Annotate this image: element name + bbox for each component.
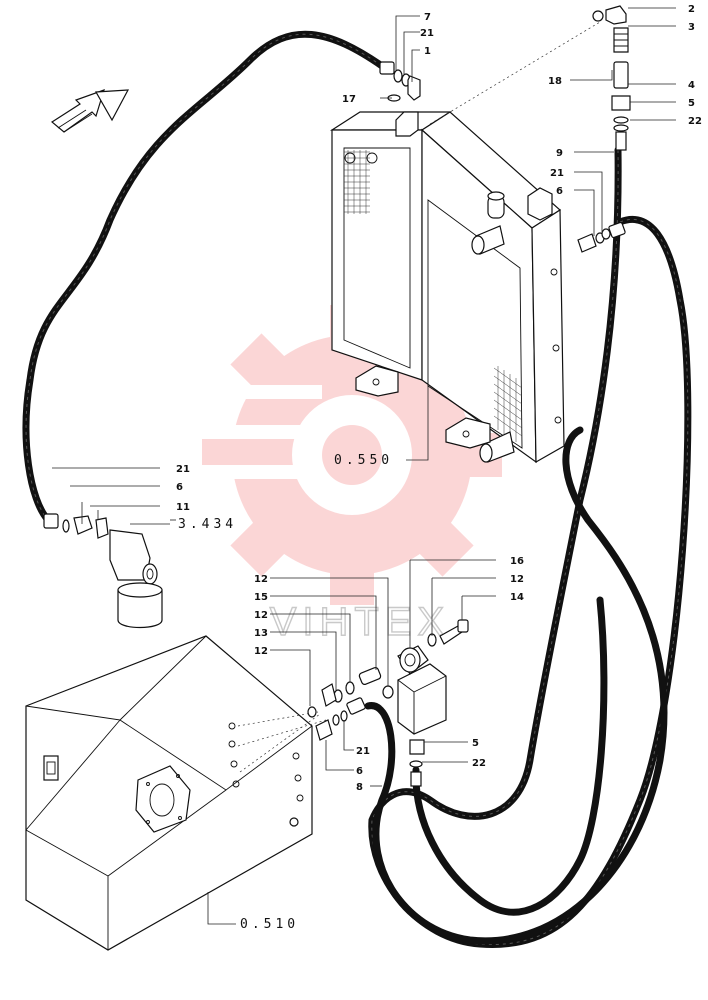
- callout-7: 7: [424, 12, 431, 23]
- hose-upper-left: [22, 30, 386, 524]
- callout-12-left-c: 12: [254, 646, 268, 657]
- watermark-brand-text: VIHTEX: [270, 600, 450, 644]
- callout-8: 8: [356, 782, 363, 793]
- callout-4: 4: [688, 80, 695, 91]
- valve-block-assembly: [307, 619, 469, 787]
- callout-leaders: [52, 7, 676, 925]
- fitting-radiator-right: [577, 221, 626, 253]
- callout-21-right: 21: [550, 168, 564, 179]
- callout-16: 16: [510, 556, 524, 567]
- radiator-core-hatch-upper: [344, 150, 370, 214]
- radiator-core-hatch-lower: [493, 366, 523, 442]
- tank-mount-flange: [135, 765, 191, 833]
- callout-2: 2: [688, 4, 695, 15]
- callout-5-top: 5: [688, 98, 695, 109]
- callout-15: 15: [254, 592, 268, 603]
- callout-18: 18: [548, 76, 562, 87]
- callout-11: 11: [176, 502, 190, 513]
- radiator-oil-cooler: [329, 111, 565, 464]
- callout-22-bottom: 22: [472, 758, 486, 769]
- tank-alignment-lines: [237, 711, 327, 773]
- callout-1: 1: [424, 46, 431, 57]
- callout-14: 14: [510, 592, 524, 603]
- callout-9: 9: [556, 148, 563, 159]
- hose-lower-loop: [364, 426, 668, 945]
- ref-tank-group: 0.510: [240, 917, 299, 932]
- ref-radiator-group: 0.550: [334, 453, 393, 468]
- fitting-stack-top-right: [592, 5, 631, 151]
- callout-6-right: 6: [556, 186, 563, 197]
- hydraulic-tank: [25, 635, 313, 951]
- callout-13: 13: [254, 628, 268, 639]
- callout-17: 17: [342, 94, 356, 105]
- radiator-alignment-line: [429, 21, 601, 125]
- callout-21-bottom: 21: [356, 746, 370, 757]
- callout-5-bottom: 5: [472, 738, 479, 749]
- ref-filter-group: 3.434: [178, 517, 237, 532]
- callout-12-left-b: 12: [254, 610, 268, 621]
- callout-12-right: 12: [510, 574, 524, 585]
- forward-direction-arrow-icon: [50, 89, 130, 133]
- callout-22-top: 22: [688, 116, 702, 127]
- hydraulic-filter: [43, 513, 163, 629]
- elbow-fitting-top: [379, 61, 421, 102]
- callout-21-top: 21: [420, 28, 434, 39]
- callout-3: 3: [688, 22, 695, 33]
- callout-21-filter: 21: [176, 464, 190, 475]
- callout-6-bottom: 6: [356, 766, 363, 777]
- callout-12-left-a: 12: [254, 574, 268, 585]
- callout-6-filter: 6: [176, 482, 183, 493]
